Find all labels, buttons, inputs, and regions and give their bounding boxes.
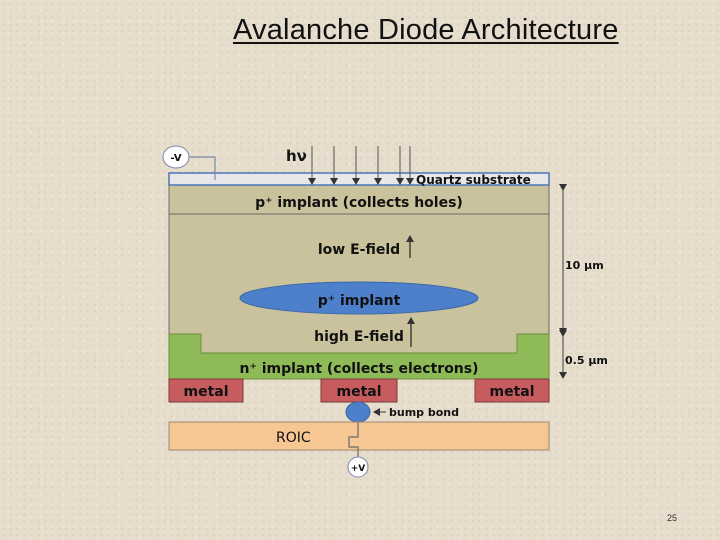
positive-bias-wire [348, 422, 359, 458]
positive-bias-terminal [347, 456, 369, 478]
quartz-label: Quartz substrate [416, 173, 531, 187]
photon-arrows [308, 146, 414, 185]
metal-left-label: metal [183, 384, 228, 400]
n-implant-region [168, 333, 550, 380]
bump-bond-label: bump bond [389, 406, 459, 419]
roic-label: ROIC [276, 430, 311, 446]
bump-bond [345, 401, 371, 423]
metal-contact-left [168, 378, 244, 403]
metal-contact-right [474, 378, 550, 403]
metal-right-label: metal [489, 384, 534, 400]
p-implant-buried-label: p⁺ implant [318, 293, 401, 309]
bias-positive-label: +V [351, 464, 366, 474]
photon-label: hν [286, 147, 307, 165]
bias-negative-label: -V [170, 153, 181, 164]
low-field-label: low E-field [318, 242, 400, 258]
page-number: 25 [667, 513, 678, 523]
p-implant-top-label: p⁺ implant (collects holes) [255, 195, 463, 211]
p-implant-ellipse [239, 281, 479, 315]
roic-layer [168, 421, 550, 451]
n-implant-label: n⁺ implant (collects electrons) [239, 361, 478, 377]
dim-05um-label: 0.5 μm [565, 354, 608, 367]
slide-title: Avalanche Diode Architecture [233, 14, 619, 46]
negative-bias-wire [189, 156, 216, 180]
metal-center-label: metal [336, 384, 381, 400]
high-field-label: high E-field [314, 329, 404, 345]
dim-10um-label: 10 μm [565, 259, 604, 272]
